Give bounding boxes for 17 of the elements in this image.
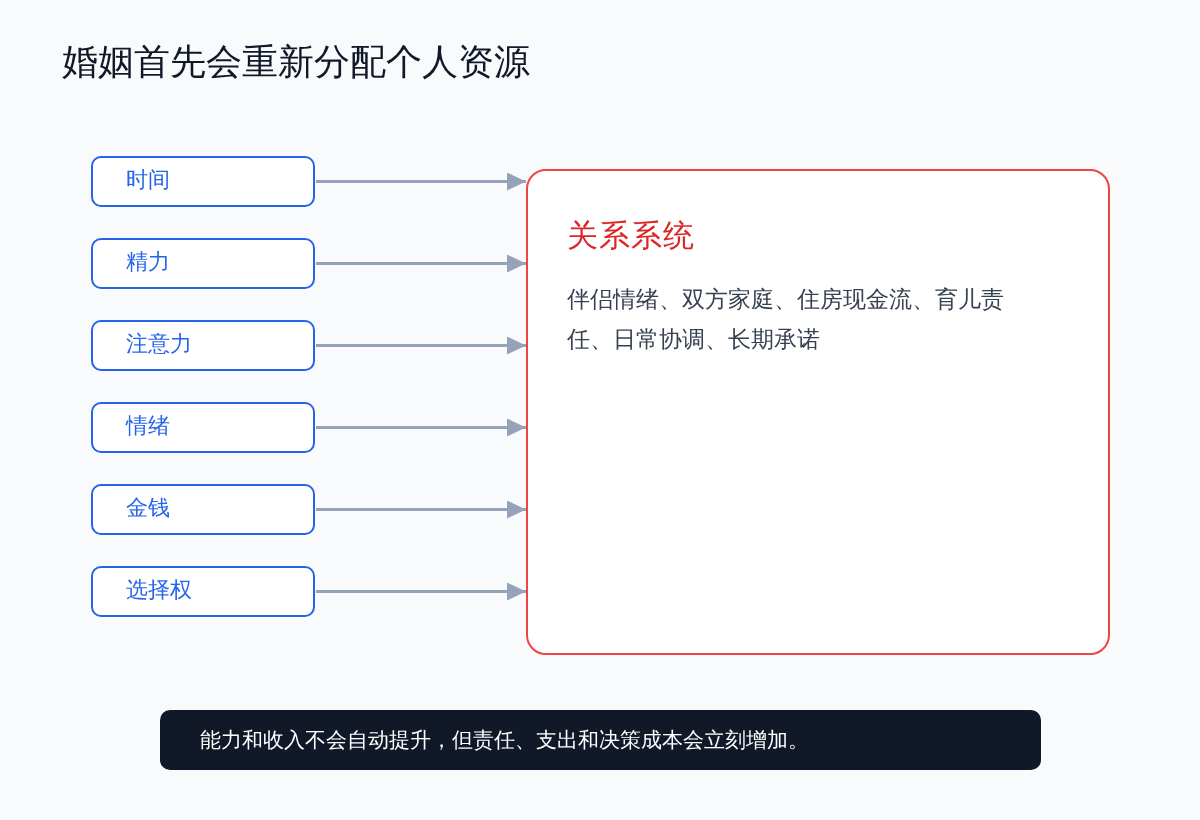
arrow: [316, 172, 526, 191]
resource-box: 时间: [91, 156, 315, 207]
arrow: [316, 582, 526, 601]
resource-box: 注意力: [91, 320, 315, 371]
resource-box: 金钱: [91, 484, 315, 535]
system-panel: [526, 169, 1110, 655]
resource-box: 选择权: [91, 566, 315, 617]
arrow: [316, 500, 526, 519]
title: 婚姻首先会重新分配个人资源: [62, 40, 530, 84]
resource-box: 精力: [91, 238, 315, 289]
resource-box: 情绪: [91, 402, 315, 453]
panel-heading: 关系系统: [567, 216, 695, 255]
arrow: [316, 336, 526, 355]
arrow: [316, 254, 526, 273]
note-banner: 能力和收入不会自动提升，但责任、支出和决策成本会立刻增加。: [160, 710, 1041, 770]
arrow: [316, 418, 526, 437]
panel-text: 伴侣情绪、双方家庭、住房现金流、育儿责任、日常协调、长期承诺: [567, 285, 1005, 354]
